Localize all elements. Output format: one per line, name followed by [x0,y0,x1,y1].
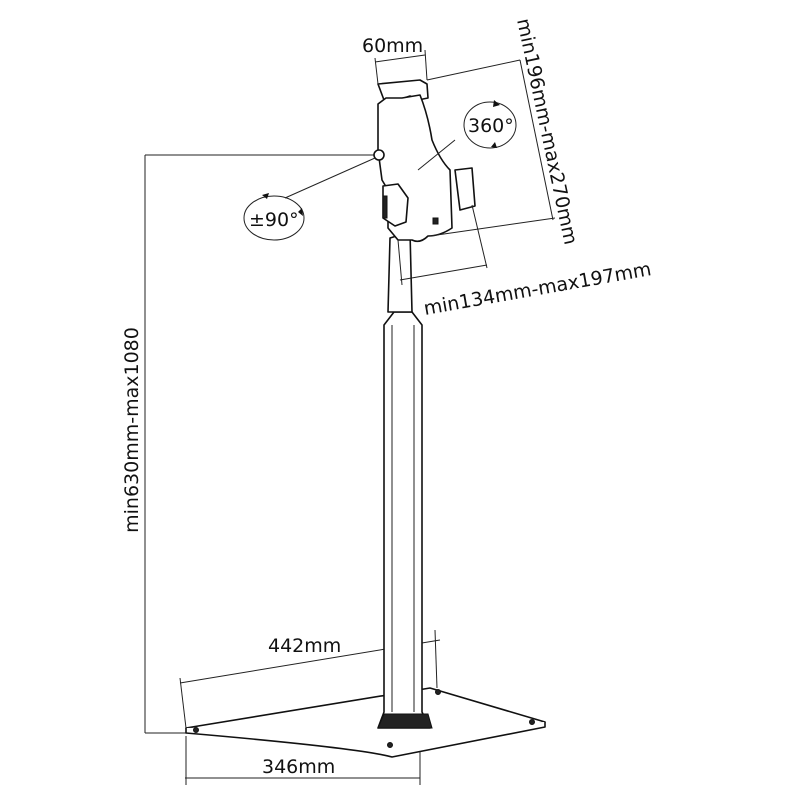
base-width-dimension: 346mm [185,736,421,785]
rotation-arrow-icon [298,208,303,216]
base-depth-label: 442mm [268,635,341,657]
rotation-arrow-icon [491,142,497,148]
holder-depth-dimension: 60mm [362,35,428,85]
holder-height-label: min196mm-max270mm [512,16,581,246]
stand-height-label: min630mm-max1080 [121,327,143,533]
tilt-rotation-indicator: ±90° [243,193,305,241]
telescopic-pole [377,231,433,729]
tablet-holder [284,79,476,243]
swivel-label: 360° [468,115,514,137]
screw-hole [435,689,441,695]
holder-width-label: min134mm-max197mm [422,258,653,320]
screw-hole [193,727,199,733]
tilt-joint [373,149,385,161]
screw-hole [387,742,393,748]
tilt-label: ±90° [249,209,299,231]
rotation-arrow-icon [493,100,500,107]
screw-hole [529,719,535,725]
rotation-arrow-icon [262,193,269,199]
base-plate [185,687,546,758]
base-width-label: 346mm [262,756,335,778]
holder-depth-label: 60mm [362,35,423,57]
stand-height-dimension: min630mm-max1080 [121,154,380,734]
swivel-rotation-indicator: 360° [463,100,517,149]
